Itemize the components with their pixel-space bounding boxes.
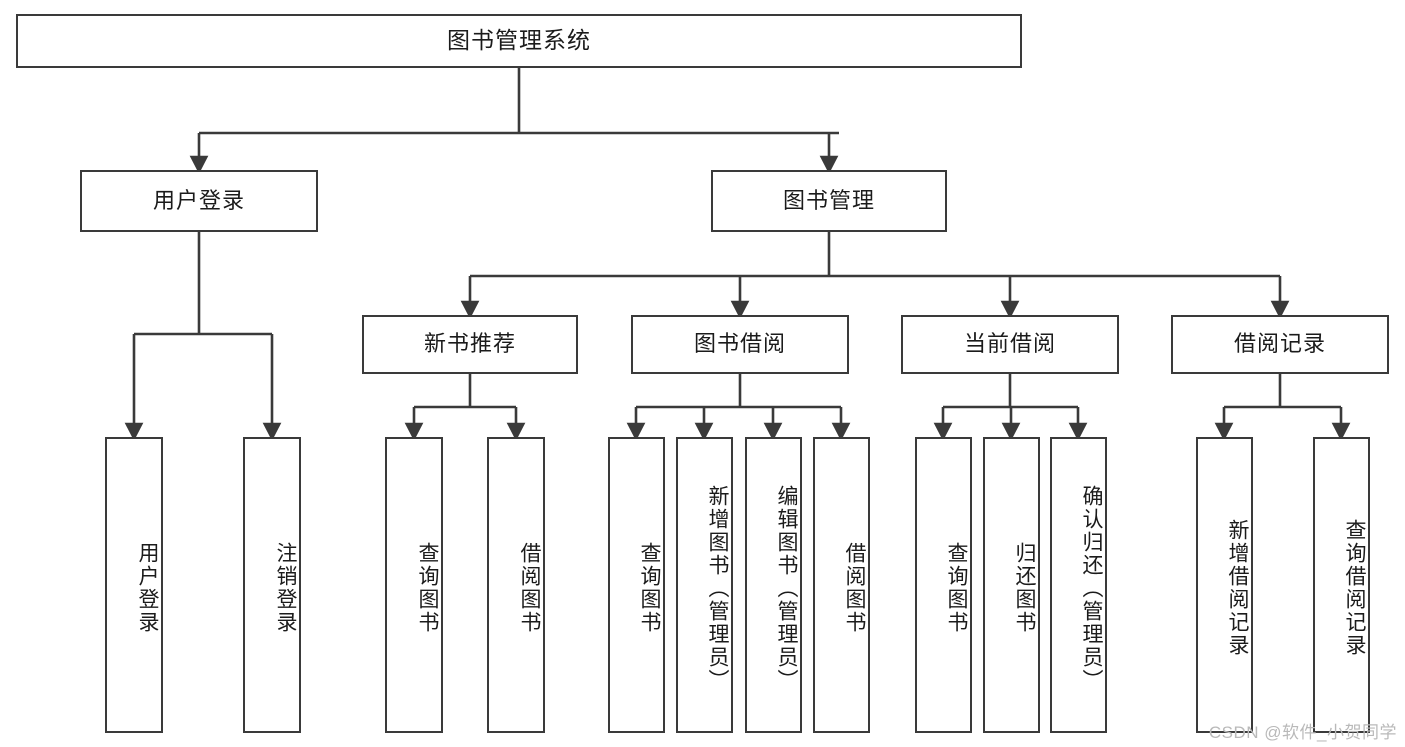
leaf-query-borrow-record[interactable]: 查询借阅记录: [1313, 437, 1370, 733]
leaf-query-books-current[interactable]: 查询图书: [915, 437, 972, 733]
node-current-borrowing[interactable]: 当前借阅: [901, 315, 1119, 374]
node-user-login[interactable]: 用户登录: [80, 170, 318, 232]
node-root[interactable]: 图书管理系统: [16, 14, 1022, 68]
watermark-text: CSDN @软件_小贺同学: [1208, 723, 1397, 742]
leaf-borrow-books-new[interactable]: 借阅图书: [487, 437, 545, 733]
leaf-borrow-books-borrowing[interactable]: 借阅图书: [813, 437, 870, 733]
node-book-management[interactable]: 图书管理: [711, 170, 947, 232]
node-new-book-recommendation[interactable]: 新书推荐: [362, 315, 578, 374]
leaf-add-book-admin[interactable]: 新增图书（管理员）: [676, 437, 733, 733]
leaf-query-books-borrowing[interactable]: 查询图书: [608, 437, 665, 733]
leaf-add-borrow-record[interactable]: 新增借阅记录: [1196, 437, 1253, 733]
leaf-return-books[interactable]: 归还图书: [983, 437, 1040, 733]
leaf-confirm-return-admin[interactable]: 确认归还（管理员）: [1050, 437, 1107, 733]
node-borrow-records[interactable]: 借阅记录: [1171, 315, 1389, 374]
leaf-user-login[interactable]: 用户登录: [105, 437, 163, 733]
leaf-query-books-new[interactable]: 查询图书: [385, 437, 443, 733]
leaf-logout[interactable]: 注销登录: [243, 437, 301, 733]
leaf-edit-book-admin[interactable]: 编辑图书（管理员）: [745, 437, 802, 733]
node-book-borrowing[interactable]: 图书借阅: [631, 315, 849, 374]
